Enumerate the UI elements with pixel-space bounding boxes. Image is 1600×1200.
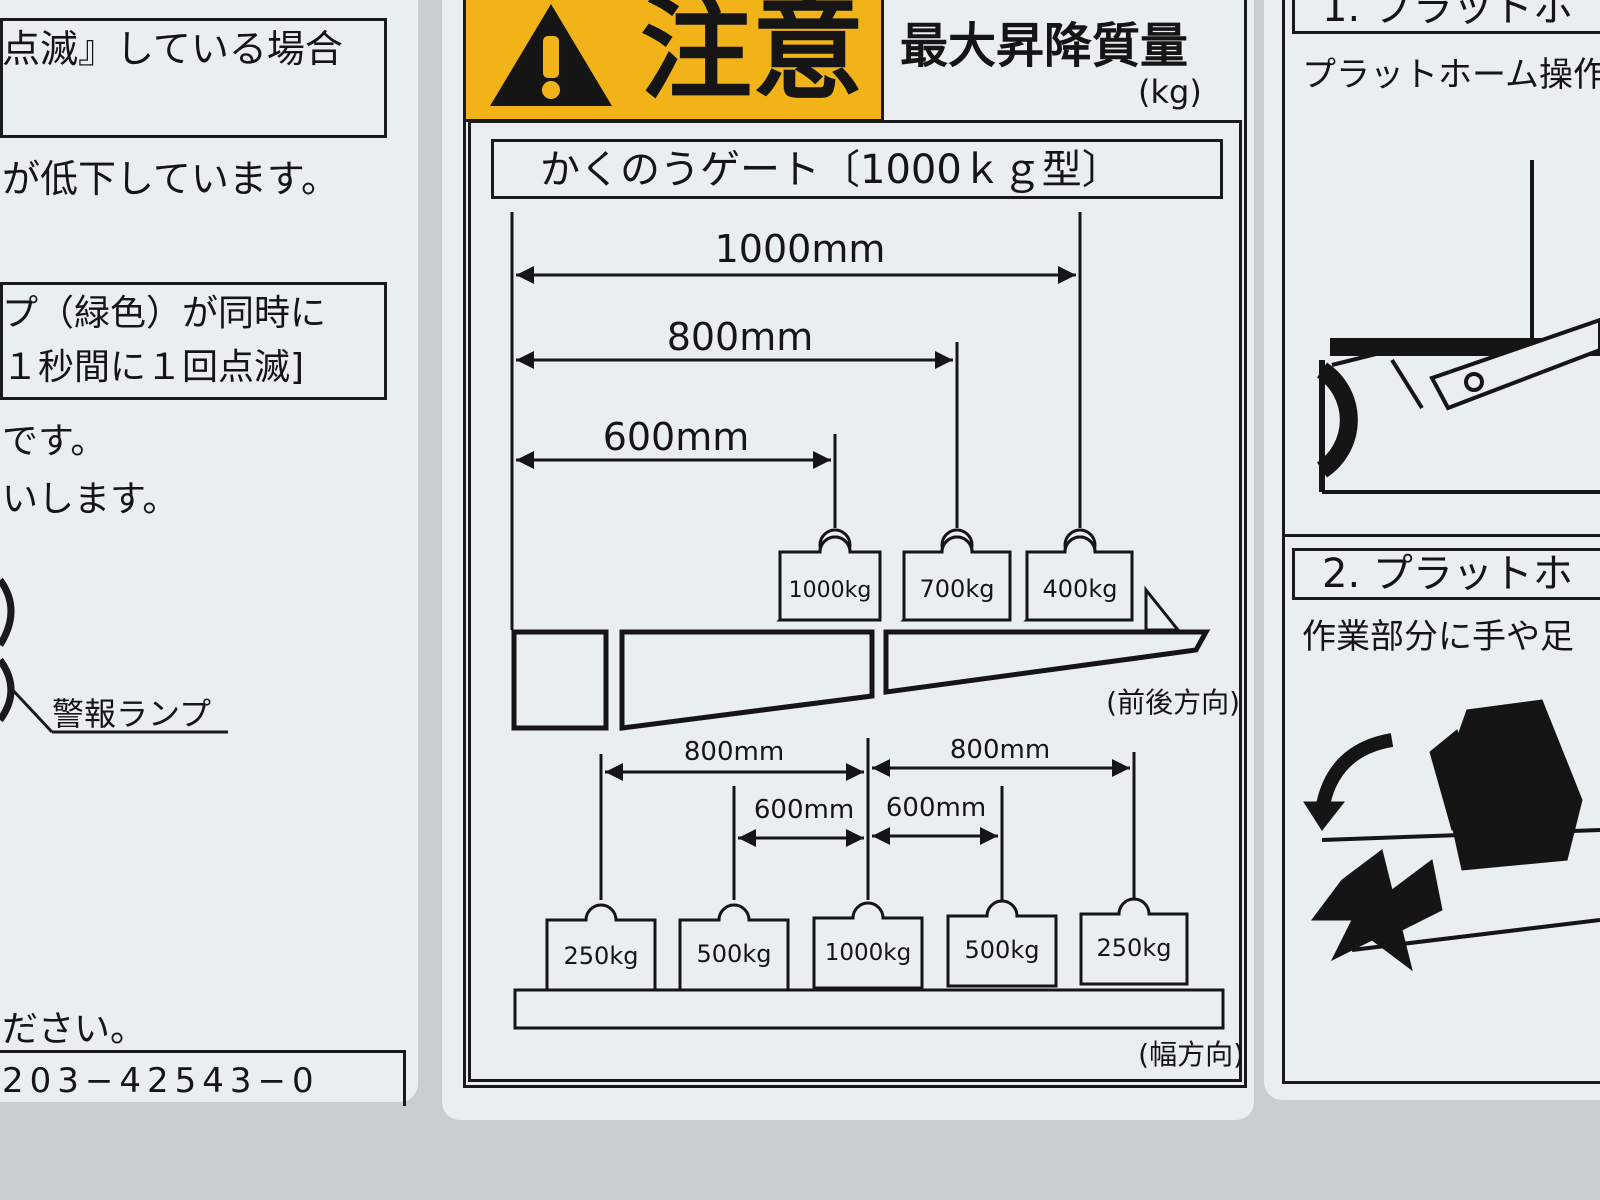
part-number-box xyxy=(0,1050,406,1106)
step2-title-box xyxy=(1292,548,1600,600)
voltage-low-text: が低下しています。 xyxy=(2,157,340,201)
dim-800mm: 800mm xyxy=(667,315,814,359)
max-load-frame xyxy=(463,0,1247,1088)
unit-label: (kg) xyxy=(1138,73,1202,111)
weight-700kg-fb: 700kg xyxy=(920,575,995,603)
desu-text: です。 xyxy=(2,421,107,462)
dim-width-800mm-left: 800mm xyxy=(684,737,784,767)
width-direction: (幅方向) xyxy=(1138,1038,1244,1071)
step1-desc: プラットホーム操作 xyxy=(1302,55,1600,95)
weight-1000kg-fb: 1000kg xyxy=(789,578,872,603)
weight-1000kg-width: 1000kg xyxy=(825,940,911,966)
ishimasu-text: いします。 xyxy=(2,479,179,520)
left-warning-sticker xyxy=(0,0,418,1102)
blink-status-box xyxy=(0,18,387,138)
weight-500kg-right: 500kg xyxy=(965,936,1040,964)
right-divider xyxy=(1282,534,1600,537)
lamp-blink-line1: プ（緑色）が同時に xyxy=(2,293,327,334)
step1-title: 1. プラットホ xyxy=(1322,0,1573,31)
part-number: 203−42543−0 xyxy=(2,1061,320,1101)
dim-width-600mm-right: 600mm xyxy=(886,793,986,823)
warning-triangle-icon xyxy=(490,4,612,106)
model-title: かくのうゲート〔1000ｋｇ型〕 xyxy=(540,147,1122,193)
model-title-box xyxy=(491,139,1223,199)
dim-width-800mm-right: 800mm xyxy=(950,735,1050,765)
weight-250kg-right: 250kg xyxy=(1097,934,1172,962)
caution-word: 注意 xyxy=(640,0,864,115)
weight-400kg-fb: 400kg xyxy=(1043,575,1118,603)
kudasai-text: ださい。 xyxy=(2,1009,147,1050)
platform-operation-icon xyxy=(1316,160,1600,494)
weight-500kg-left: 500kg xyxy=(697,940,772,968)
lamp-blink-line2: １秒間に１回点滅] xyxy=(2,347,305,388)
dim-1000mm: 1000mm xyxy=(715,227,886,271)
weight-250kg-left: 250kg xyxy=(564,942,639,970)
dim-600mm: 600mm xyxy=(603,415,750,459)
alarm-lamp-diagram xyxy=(0,577,228,734)
blink-status-text: 点滅』している場合 xyxy=(2,27,343,71)
max-load-title: 最大昇降質量 xyxy=(900,18,1189,74)
step2-desc: 作業部分に手や足 xyxy=(1302,617,1574,657)
dim-width-600mm-left: 600mm xyxy=(754,795,854,825)
lamp-blink-box xyxy=(0,282,387,400)
step2-title: 2. プラットホ xyxy=(1322,551,1573,597)
hand-pinch-warning-icon xyxy=(1303,699,1600,972)
step1-title-box xyxy=(1292,0,1600,34)
diagram-inner-frame xyxy=(468,120,1242,1082)
front-back-direction: (前後方向) xyxy=(1106,686,1240,719)
right-frame xyxy=(1282,0,1600,1084)
alarm-lamp-label: 警報ランプ xyxy=(52,695,212,733)
